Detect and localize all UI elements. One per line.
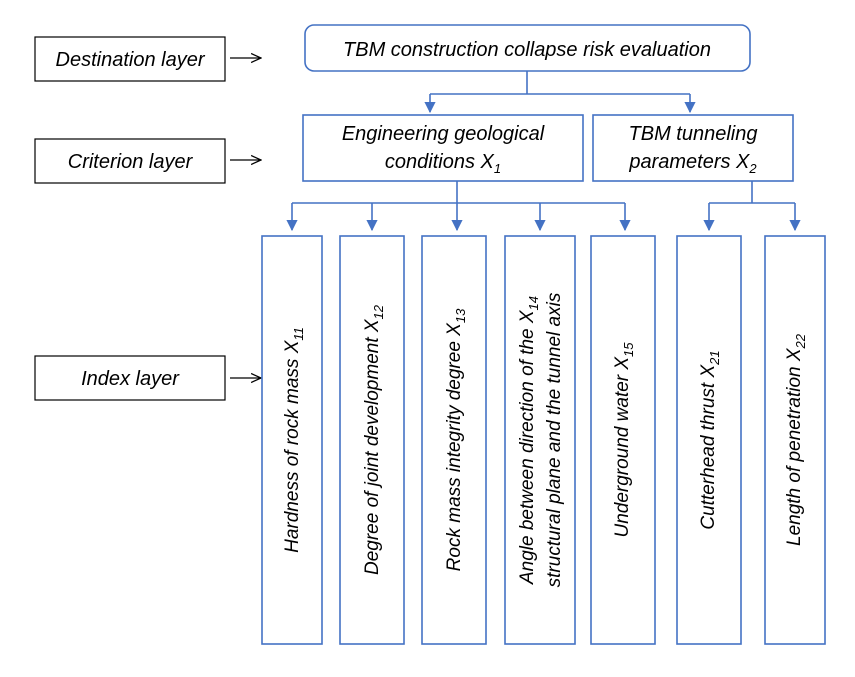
index-x22-text: Length of penetration X22 (784, 333, 808, 546)
criterion-x2-line2: parameters X2 (628, 151, 757, 176)
index-x11-box: Hardness of rock mass X11 (261, 235, 323, 645)
index-layer-label: Index layer (34, 355, 226, 401)
index-x21-box: Cutterhead thrust X21 (676, 235, 742, 645)
index-x14-text-line1: Angle between direction of the X14 (517, 296, 541, 585)
criterion-x1-connectors (286, 181, 631, 232)
index-x21-text: Cutterhead thrust X21 (698, 350, 722, 529)
index-x13-box: Rock mass integrity degree X13 (421, 235, 487, 645)
goal-text: TBM construction collapse risk evaluatio… (343, 39, 711, 61)
criterion-x1-line2: conditions X1 (385, 151, 501, 176)
index-x11-text: Hardness of rock mass X11 (282, 327, 306, 553)
destination-layer-label: Destination layer (34, 36, 226, 82)
index-x12-text: Degree of joint development X12 (362, 304, 386, 575)
index-x13-text: Rock mass integrity degree X13 (444, 308, 468, 571)
criterion-x1-box: Engineering geological conditions X1 (302, 114, 584, 182)
destination-layer-text: Destination layer (56, 49, 206, 71)
index-x15-text: Underground water X15 (612, 342, 636, 538)
criterion-x2-connectors (703, 181, 801, 232)
index-x12-box: Degree of joint development X12 (339, 235, 405, 645)
index-layer-text: Index layer (81, 368, 180, 390)
criterion-x1-line1: Engineering geological (342, 123, 545, 145)
goal-connectors (424, 71, 696, 114)
index-x22-box: Length of penetration X22 (764, 235, 826, 645)
criterion-x2-box: TBM tunneling parameters X2 (592, 114, 794, 182)
criterion-layer-label: Criterion layer (34, 138, 226, 184)
index-x14-text-line2: structural plane and the tunnel axis (544, 292, 565, 587)
index-x15-box: Underground water X15 (590, 235, 656, 645)
index-x14-box: Angle between direction of the X14 struc… (504, 235, 576, 645)
criterion-layer-text: Criterion layer (68, 151, 194, 173)
criterion-x2-line1: TBM tunneling (629, 123, 758, 145)
goal-box: TBM construction collapse risk evaluatio… (304, 24, 751, 72)
